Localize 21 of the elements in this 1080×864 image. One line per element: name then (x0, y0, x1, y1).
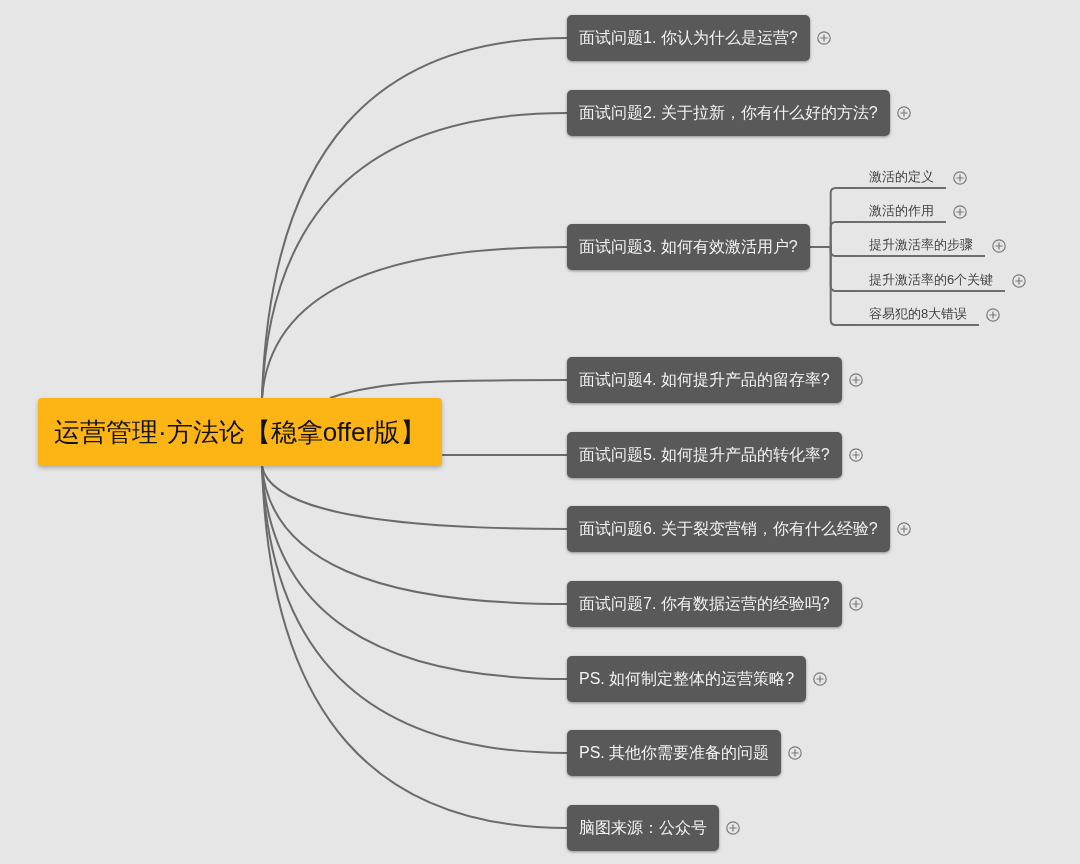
subtopic-text: 提升激活率的6个关键 (854, 270, 1006, 292)
subtopic-text: 容易犯的8大错误 (854, 304, 980, 326)
topic-box: 面试问题7. 你有数据运营的经验吗? (567, 581, 842, 627)
subtopic-text: 激活的定义 (854, 167, 946, 189)
branch-line (261, 465, 568, 530)
topic-box: 脑图来源：公众号 (567, 805, 719, 851)
subtopic-text: 激活的作用 (854, 201, 946, 223)
topic-box: 面试问题5. 如何提升产品的转化率? (567, 432, 842, 478)
topic-box: 面试问题6. 关于裂变营销，你有什么经验? (567, 506, 890, 552)
topic-box: 面试问题4. 如何提升产品的留存率? (567, 357, 842, 403)
central-topic-box: 运营管理·方法论【稳拿offer版】 (38, 398, 443, 466)
branch-line (329, 379, 568, 399)
branch-line (441, 454, 568, 456)
topic-box: 面试问题2. 关于拉新，你有什么好的方法? (567, 90, 890, 136)
topic-box: 面试问题3. 如何有效激活用户? (567, 224, 810, 270)
topic-box: PS. 其他你需要准备的问题 (567, 730, 782, 776)
subtopic-text: 提升激活率的步骤 (854, 235, 985, 257)
topic-box: 面试问题1. 你认为什么是运营? (567, 15, 810, 61)
branch-line (261, 246, 568, 399)
topic-box: PS. 如何制定整体的运营策略? (567, 656, 807, 702)
branch-line (808, 246, 855, 326)
